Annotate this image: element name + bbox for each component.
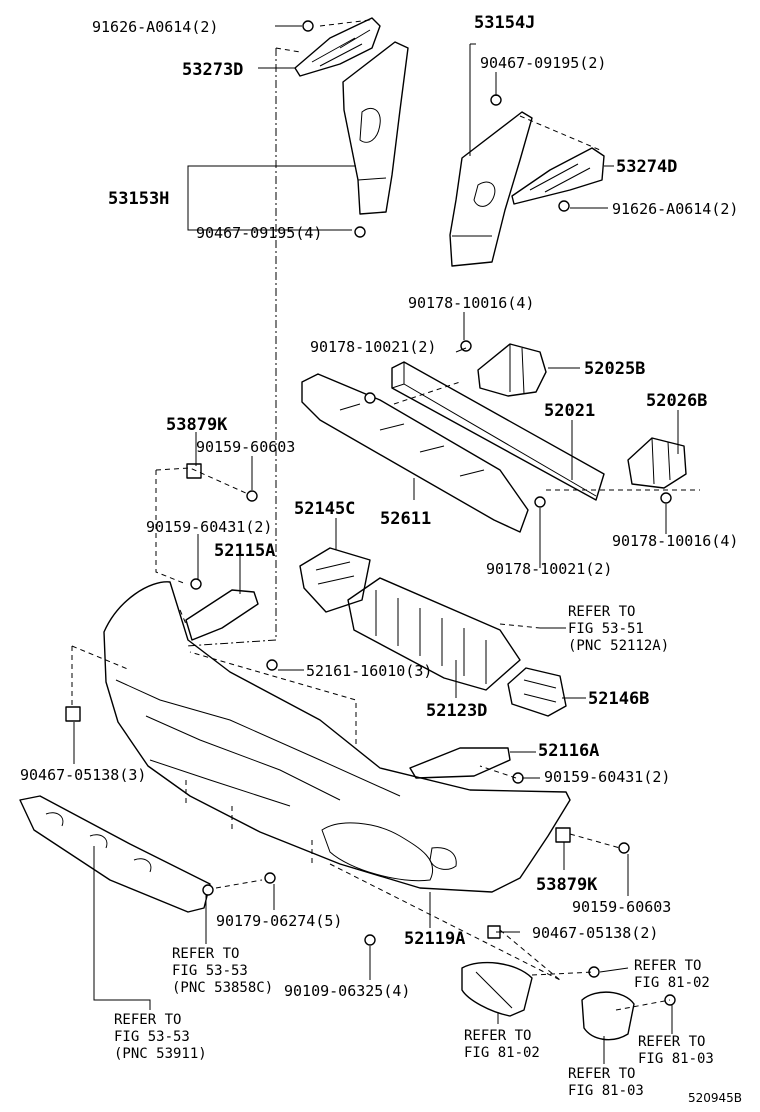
label-52026B: 52026B xyxy=(646,391,707,411)
label-52119A: 52119A xyxy=(404,929,465,949)
part-52611-absorber xyxy=(301,373,529,533)
part-52123D-grille-support xyxy=(347,577,521,691)
label-90467-05138-3: 90467-05138(3) xyxy=(20,766,146,784)
part-53273D-bracket xyxy=(294,17,381,77)
label-52116A: 52116A xyxy=(538,741,599,761)
part-turn-lamp-right xyxy=(581,991,635,1041)
label-52115A: 52115A xyxy=(214,541,275,561)
label-90159-60603-bot: 90159-60603 xyxy=(572,898,671,916)
ref-fig-81-02-right: REFER TO FIG 81-02 xyxy=(634,958,710,991)
label-90467-05138-2: 90467-05138(2) xyxy=(532,924,658,942)
label-90467-09195-2: 90467-09195(2) xyxy=(480,54,606,72)
part-52025B-bracket xyxy=(477,343,547,397)
label-53274D: 53274D xyxy=(616,157,677,177)
part-bumper-lower-spoiler xyxy=(19,795,211,913)
part-53274D-bracket xyxy=(511,147,605,205)
part-52021-reinforcement xyxy=(391,361,605,501)
label-52161: 52161-16010(3) xyxy=(306,662,432,680)
label-53879K-bot: 53879K xyxy=(536,875,598,895)
label-53154J: 53154J xyxy=(474,13,535,33)
label-53153H: 53153H xyxy=(108,189,169,209)
label-52145C: 52145C xyxy=(294,499,355,519)
part-52116A-bracket xyxy=(409,747,511,779)
part-turn-lamp-left xyxy=(461,961,533,1017)
leader-lines xyxy=(71,19,700,1064)
part-52145C-bracket xyxy=(299,547,371,613)
ref-fig-81-03-bottom: REFER TO FIG 81-03 xyxy=(568,1066,644,1099)
part-53153H-liner xyxy=(342,41,409,215)
part-labels: 91626-A0614(2) 53273D 53153H 90467-09195… xyxy=(20,13,738,1000)
part-53154J-liner xyxy=(449,111,533,267)
part-52146B-bracket xyxy=(507,667,567,717)
label-90178-10016-bot: 90178-10016(4) xyxy=(612,532,738,550)
fasteners xyxy=(65,20,676,1006)
label-52021: 52021 xyxy=(544,401,595,421)
label-91626-right: 91626-A0614(2) xyxy=(612,200,738,218)
reference-notes: REFER TO FIG 53-51 (PNC 52112A) REFER TO… xyxy=(114,604,714,1099)
ref-fig-53-53-a: REFER TO FIG 53-53 (PNC 53858C) xyxy=(172,946,273,996)
diagram-code: 520945B xyxy=(688,1091,742,1105)
label-52611: 52611 xyxy=(380,509,431,529)
ref-fig-81-03-right: REFER TO FIG 81-03 xyxy=(638,1034,714,1067)
label-52123D: 52123D xyxy=(426,701,487,721)
label-90159-60431-top: 90159-60431(2) xyxy=(146,518,272,536)
part-52119A-bumper-cover xyxy=(103,581,571,893)
label-91626-top: 91626-A0614(2) xyxy=(92,18,218,36)
label-90467-09195-4: 90467-09195(4) xyxy=(196,224,322,242)
ref-fig-81-02-left: REFER TO FIG 81-02 xyxy=(464,1028,540,1061)
label-90178-10021-bot: 90178-10021(2) xyxy=(486,560,612,578)
label-90159-60431-bot: 90159-60431(2) xyxy=(544,768,670,786)
label-90178-10016-top: 90178-10016(4) xyxy=(408,294,534,312)
label-53879K-top: 53879K xyxy=(166,415,228,435)
part-52026B-bracket xyxy=(627,437,687,489)
label-90109: 90109-06325(4) xyxy=(284,982,410,1000)
ref-fig-53-53-b: REFER TO FIG 53-53 (PNC 53911) xyxy=(114,1012,207,1062)
part-52115A-bracket xyxy=(185,589,259,641)
label-90159-60603-top: 90159-60603 xyxy=(196,438,295,456)
ref-fig-53-51: REFER TO FIG 53-51 (PNC 52112A) xyxy=(568,604,669,654)
label-52146B: 52146B xyxy=(588,689,649,709)
label-53273D: 53273D xyxy=(182,60,243,80)
label-90178-10021-top: 90178-10021(2) xyxy=(310,338,436,356)
label-52025B: 52025B xyxy=(584,359,645,379)
label-90179: 90179-06274(5) xyxy=(216,912,342,930)
